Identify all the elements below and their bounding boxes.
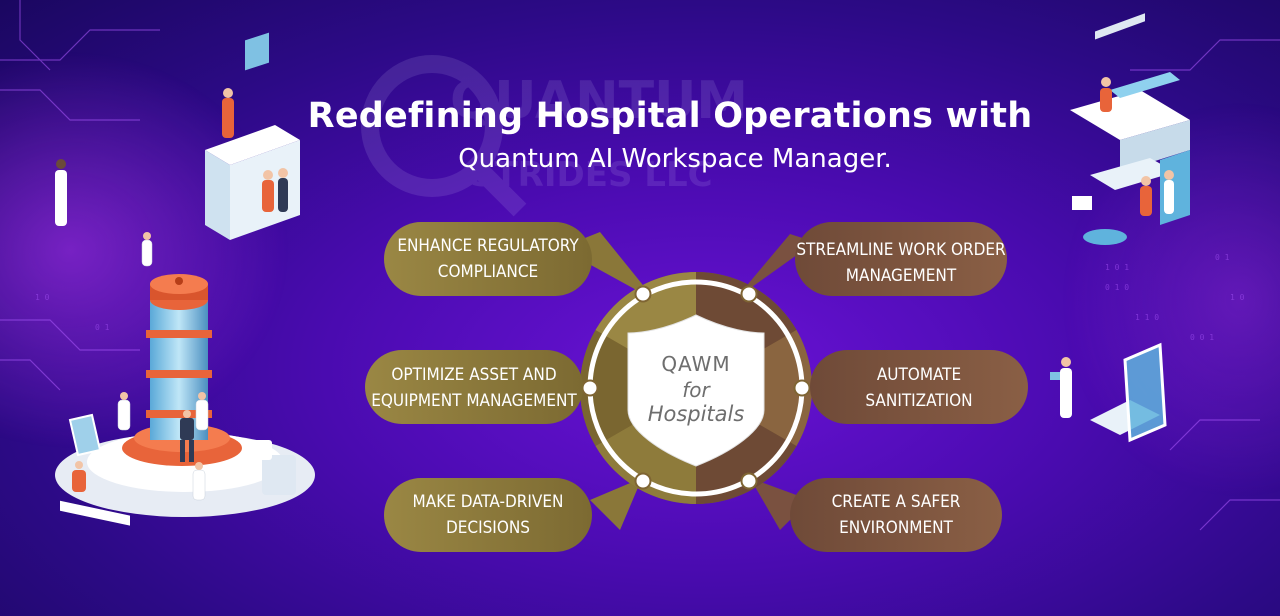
svg-text:1 1 0: 1 1 0 <box>1135 313 1159 322</box>
benefit-pill-top-right-shape <box>795 222 1007 296</box>
benefit-line2: COMPLIANCE <box>437 262 539 282</box>
benefit-line2: DECISIONS <box>445 518 531 538</box>
benefit-line2: EQUIPMENT MANAGEMENT <box>371 391 577 411</box>
benefit-streamline-work-order-management: STREAMLINE WORK ORDER MANAGEMENT <box>795 237 1007 289</box>
illustration-hospital-bed <box>1050 13 1167 443</box>
svg-text:0 1 0: 0 1 0 <box>1105 283 1129 292</box>
benefit-pill-top-left-shape <box>384 222 592 296</box>
benefit-optimize-asset-management: OPTIMIZE ASSET AND EQUIPMENT MANAGEMENT <box>365 362 583 414</box>
illustration-lab-station <box>1070 72 1190 245</box>
hub-ring-nodes <box>581 285 811 490</box>
benefit-create-safer-environment: CREATE A SAFER ENVIRONMENT <box>790 489 1002 541</box>
benefit-automate-sanitization: AUTOMATE SANITIZATION <box>810 362 1028 414</box>
benefit-line1: ENHANCE REGULATORY <box>397 236 579 256</box>
benefit-line1: OPTIMIZE ASSET AND <box>391 365 557 385</box>
illustration-lab-booth <box>55 32 300 240</box>
benefit-pill-bottom-right-shape <box>790 478 1002 552</box>
svg-text:1 0: 1 0 <box>35 293 50 302</box>
benefit-line1: AUTOMATE <box>876 365 962 385</box>
svg-text:0 0 1: 0 0 1 <box>1190 333 1214 342</box>
benefit-line1: MAKE DATA-DRIVEN <box>412 492 564 512</box>
benefit-make-data-driven-decisions: MAKE DATA-DRIVEN DECISIONS <box>384 489 592 541</box>
shield-icon <box>627 314 765 467</box>
hub-label-for: for <box>682 378 710 402</box>
svg-text:0 1: 0 1 <box>1215 253 1230 262</box>
benefit-line1: CREATE A SAFER <box>831 492 961 512</box>
title-main: Redefining Hospital Operations with <box>307 96 1033 136</box>
title-subtitle: Quantum AI Workspace Manager. <box>458 144 892 174</box>
benefit-line2: SANITIZATION <box>865 391 973 411</box>
svg-text:1 0: 1 0 <box>1230 293 1245 302</box>
benefit-line2: MANAGEMENT <box>845 266 957 286</box>
illustration-hospital-tower <box>55 232 315 526</box>
benefit-pill-mid-right-shape <box>810 350 1028 424</box>
watermark-logo: QUANTUM STRIDES LLC <box>361 55 748 217</box>
svg-text:1 0 1: 1 0 1 <box>1105 263 1129 272</box>
svg-text:0 1: 0 1 <box>95 323 110 332</box>
benefit-line1: STREAMLINE WORK ORDER <box>796 240 1006 260</box>
benefit-line2: ENVIRONMENT <box>839 518 953 538</box>
svg-text:QUANTUM: QUANTUM <box>450 71 748 131</box>
svg-text:STRIDES LLC: STRIDES LLC <box>470 155 713 195</box>
hub-label-hospitals: Hospitals <box>647 402 745 426</box>
benefit-pill-mid-left-shape <box>365 350 583 424</box>
benefit-pill-bottom-left-shape <box>384 478 592 552</box>
benefit-enhance-regulatory-compliance: ENHANCE REGULATORY COMPLIANCE <box>384 233 592 285</box>
hub-label-qawm: QAWM <box>661 352 731 376</box>
